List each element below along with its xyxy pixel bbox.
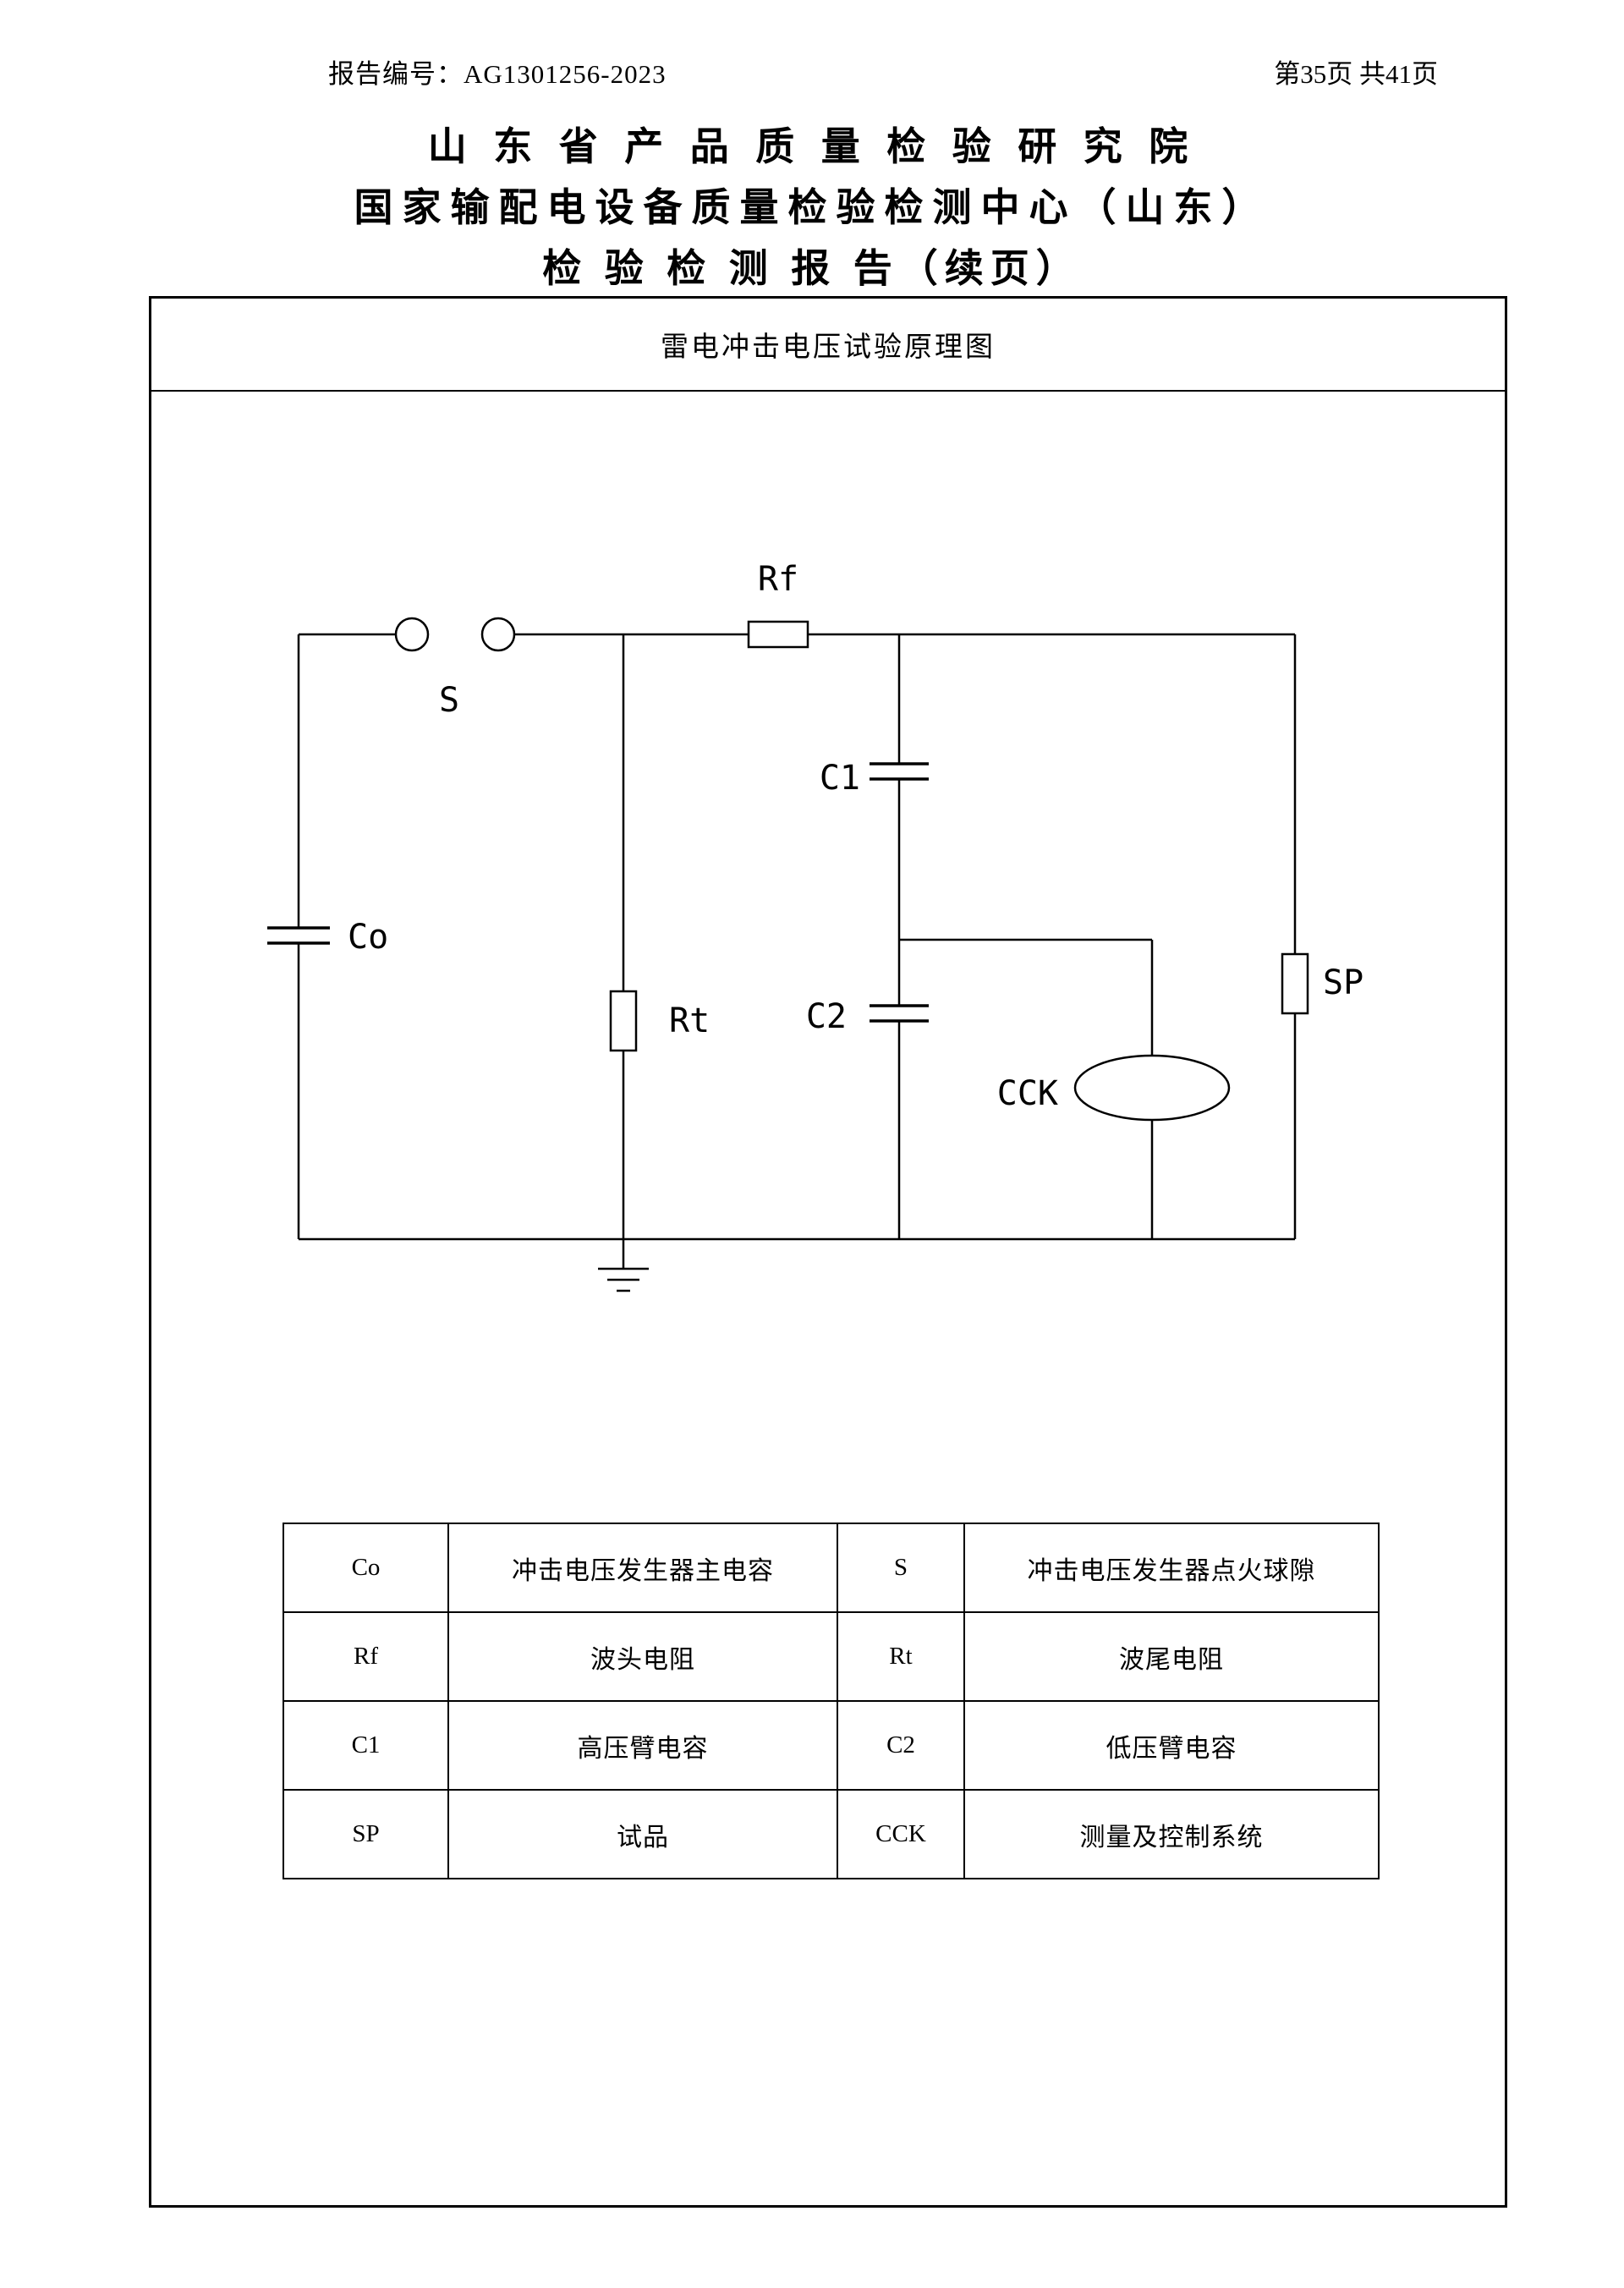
report-content-box: 雷电冲击电压试验原理图 [149,296,1507,2208]
label-rt: Rt [669,1001,710,1040]
resistor-rt-icon [609,990,638,1052]
label-c1: C1 [820,759,860,798]
legend-symbol: CCK [837,1789,965,1879]
report-number-value: AG1301256-2023 [464,59,667,89]
capacitor-c2-icon [870,1004,929,1023]
table-row: Rf 波头电阻 Rt 波尾电阻 [283,1611,1380,1702]
legend-table: Co 冲击电压发生器主电容 S 冲击电压发生器点火球隙 Rf 波头电阻 Rt 波… [283,1523,1380,1879]
table-row: Co 冲击电压发生器主电容 S 冲击电压发生器点火球隙 [283,1523,1380,1613]
legend-desc: 低压臂电容 [963,1700,1380,1791]
spark-gap-sphere-right-icon [480,617,516,652]
legend-desc: 波头电阻 [447,1611,838,1702]
table-row: SP 试品 CCK 测量及控制系统 [283,1789,1380,1879]
institute-title: 山 东 省 产 品 质 量 检 验 研 究 院 [427,125,1197,168]
legend-symbol: Co [283,1523,449,1613]
label-c2: C2 [806,997,847,1036]
capacitor-c1-icon [870,762,929,781]
ground-icon [598,1239,649,1292]
center-title: 国家输配电设备质量检验检测中心（山东） [354,186,1270,229]
legend-desc: 测量及控制系统 [963,1789,1380,1879]
report-number: 报告编号：AG1301256-2023 [328,52,667,91]
page-indicator: 第35页 共41页 [1274,59,1438,89]
legend-symbol: C1 [283,1700,449,1791]
legend-symbol: SP [283,1789,449,1879]
spark-gap-sphere-left-icon [394,617,430,652]
legend-symbol: S [837,1523,965,1613]
circuit-diagram: S Rf Co Rt C1 C2 CCK SP [267,560,1363,1292]
legend-desc: 冲击电压发生器主电容 [447,1523,838,1613]
label-rf: Rf [758,560,798,599]
legend-desc: 冲击电压发生器点火球隙 [963,1523,1380,1613]
legend-symbol: Rf [283,1611,449,1702]
page-header: 报告编号：AG1301256-2023 第35页 共41页 [328,52,1438,91]
legend-desc: 波尾电阻 [963,1611,1380,1702]
label-cck: CCK [997,1074,1058,1113]
label-co: Co [348,918,388,957]
circuit-wires [297,633,1297,1241]
report-number-label: 报告编号： [328,59,464,89]
legend-symbol: C2 [837,1700,965,1791]
document-titles: 山 东 省 产 品 质 量 检 验 研 究 院 国家输配电设备质量检验检测中心（… [0,117,1624,299]
report-title: 检 验 检 测 报 告（续页） [542,247,1082,290]
legend-desc: 试品 [447,1789,838,1879]
label-sp: SP [1323,963,1363,1002]
capacitor-co-icon [267,926,330,945]
cck-system-icon [1073,1054,1231,1122]
table-row: C1 高压臂电容 C2 低压臂电容 [283,1700,1380,1791]
resistor-rf-icon [747,620,809,649]
legend-desc: 高压臂电容 [447,1700,838,1791]
diagram-title: 雷电冲击电压试验原理图 [151,299,1505,392]
test-object-sp-icon [1281,952,1309,1015]
label-s: S [439,681,459,720]
legend-symbol: Rt [837,1611,965,1702]
